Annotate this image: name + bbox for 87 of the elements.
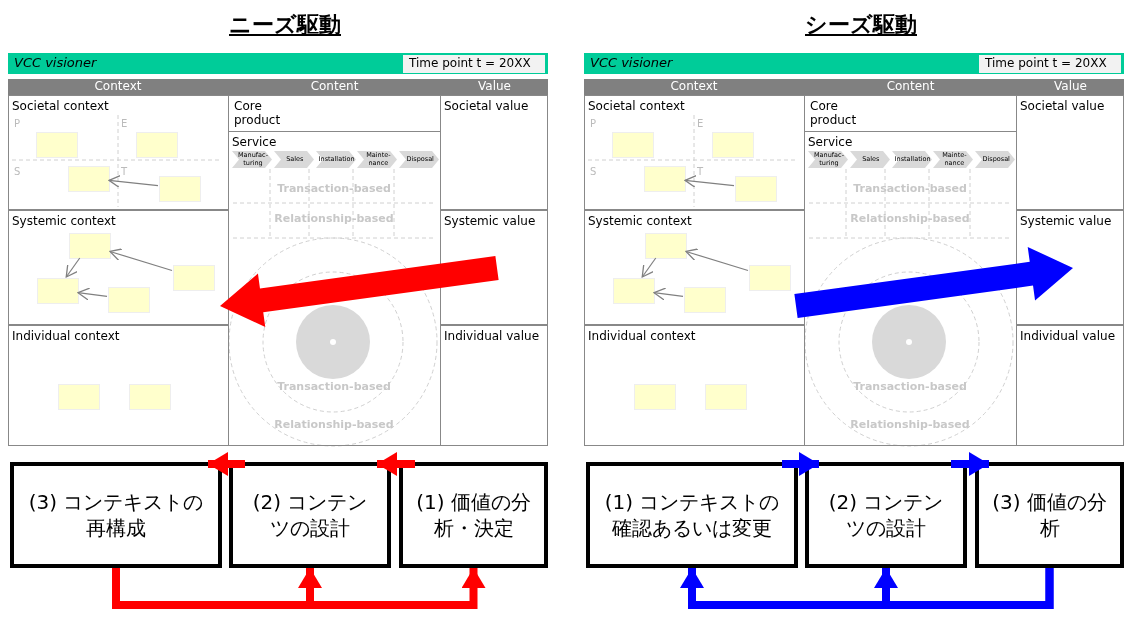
sticky-note <box>129 384 171 410</box>
sticky-note <box>749 265 791 291</box>
sticky-note <box>644 166 686 192</box>
connector-arrow <box>65 257 81 278</box>
cell-label: Service <box>232 135 277 149</box>
sticky-note <box>712 132 754 158</box>
block-arrow <box>794 246 1073 318</box>
sticky-note <box>37 278 79 304</box>
canvas-cell <box>584 325 805 446</box>
header-bar <box>584 53 1124 74</box>
sticky-note <box>645 233 687 259</box>
canvas-cell <box>1016 210 1124 325</box>
header-bar <box>8 53 548 74</box>
sticky-note <box>159 176 201 202</box>
flow-arrow <box>874 568 1054 609</box>
sticky-note <box>108 287 150 313</box>
quadrant-letter: P <box>14 118 21 129</box>
sticky-note <box>68 166 110 192</box>
cell-label: Societal context <box>12 99 109 113</box>
cell-label: Individual value <box>1020 329 1116 343</box>
quadrant-letter: S <box>14 166 21 177</box>
sticky-note <box>705 384 747 410</box>
time-point-box: Time point t = 20XX <box>403 55 545 73</box>
quadrant-letter: T <box>697 166 704 177</box>
cell-label: Individual value <box>444 329 540 343</box>
sticky-note <box>613 278 655 304</box>
step-box: (1) コンテキストの確認あるいは変更 <box>586 462 798 568</box>
quadrant-letter: S <box>590 166 597 177</box>
canvas-cell <box>8 95 229 210</box>
canvas-cell <box>440 210 548 325</box>
column-header: Content <box>804 79 1017 95</box>
tool-title: VCC visioner <box>14 55 97 70</box>
step-box: (2) コンテンツの設計 <box>229 462 391 568</box>
sticky-note <box>634 384 676 410</box>
sticky-note <box>612 132 654 158</box>
column-header: Value <box>441 79 548 95</box>
cell-label: Systemic value <box>444 214 536 228</box>
tool-title: VCC visioner <box>590 55 673 70</box>
connector-arrow <box>684 174 735 189</box>
column-header: Context <box>584 79 804 95</box>
connector-arrow <box>653 287 684 301</box>
canvas-cell <box>8 210 229 325</box>
cell-label: Individual context <box>588 329 696 343</box>
cell-label: Service <box>808 135 853 149</box>
step-box: (3) コンテキストの再構成 <box>10 462 222 568</box>
canvas-cell <box>584 95 805 210</box>
connector-arrow <box>641 257 657 278</box>
column-header: Value <box>1017 79 1124 95</box>
step-box: (3) 価値の分析 <box>975 462 1124 568</box>
canvas-cell <box>440 325 548 446</box>
cell-label: Systemic context <box>588 214 692 228</box>
sticky-note <box>136 132 178 158</box>
heading: シーズ駆動 <box>805 11 917 39</box>
cell-label: Core product <box>234 99 282 127</box>
column-header: Content <box>228 79 441 95</box>
heading: ニーズ駆動 <box>229 11 341 39</box>
step-box: (2) コンテンツの設計 <box>805 462 967 568</box>
quadrant-letter: T <box>121 166 128 177</box>
cell-label: Systemic context <box>12 214 116 228</box>
cell-label: Systemic value <box>1020 214 1112 228</box>
quadrant-letter: E <box>697 118 704 129</box>
time-point-box: Time point t = 20XX <box>979 55 1121 73</box>
connector-arrow <box>108 174 159 189</box>
canvas-cell <box>440 95 548 210</box>
canvas-cell <box>584 210 805 325</box>
cell-label: Individual context <box>12 329 120 343</box>
sticky-note <box>173 265 215 291</box>
cell-label: Core product <box>810 99 858 127</box>
block-arrow <box>220 256 499 328</box>
cell-label: Societal context <box>588 99 685 113</box>
column-header: Context <box>8 79 228 95</box>
cell-label: Societal value <box>1020 99 1105 113</box>
connector-arrow <box>685 248 749 272</box>
quadrant-letter: E <box>121 118 128 129</box>
canvas-cell <box>1016 95 1124 210</box>
quadrant-letter: P <box>590 118 597 129</box>
sticky-note <box>58 384 100 410</box>
canvas-cell <box>8 325 229 446</box>
canvas-cell <box>1016 325 1124 446</box>
step-box: (1) 価値の分析・決定 <box>399 462 548 568</box>
sticky-note <box>69 233 111 259</box>
sticky-note <box>36 132 78 158</box>
sticky-note <box>735 176 777 202</box>
cell-label: Societal value <box>444 99 529 113</box>
connector-arrow <box>77 287 108 301</box>
sticky-note <box>684 287 726 313</box>
connector-arrow <box>109 248 173 272</box>
